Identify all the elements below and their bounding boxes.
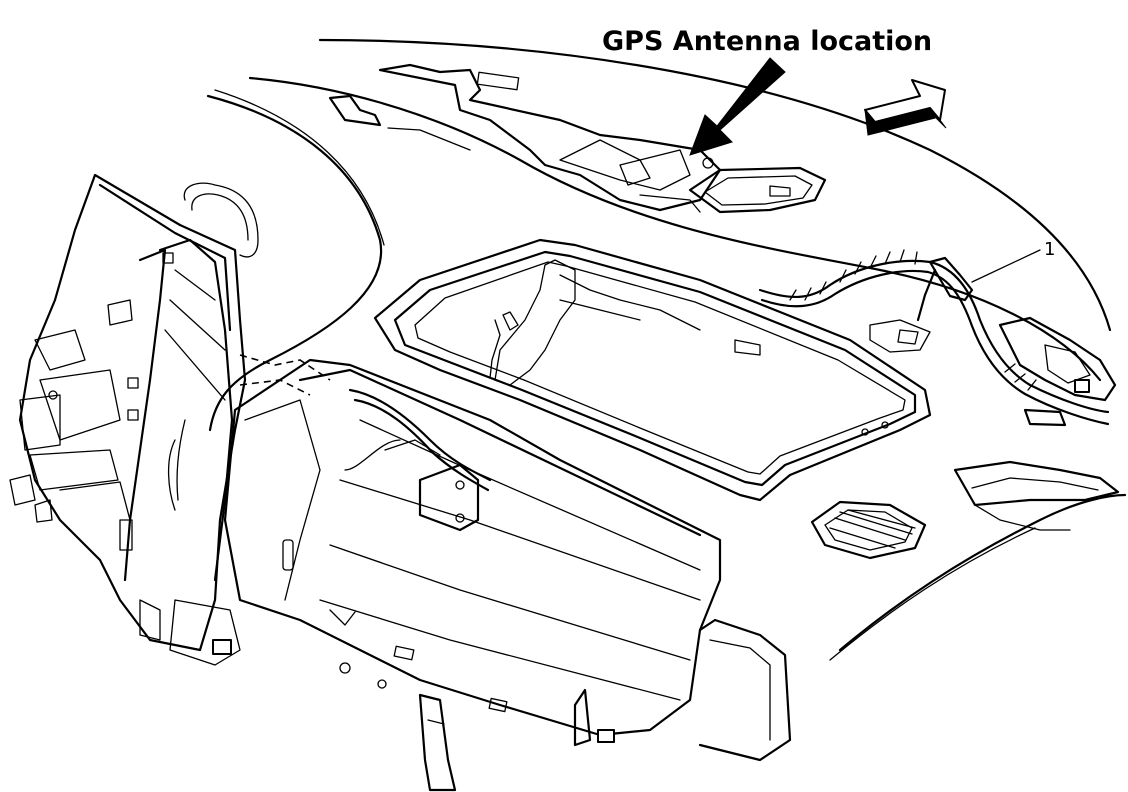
hidden-wiring — [239, 354, 331, 381]
antenna-mount-area — [328, 63, 722, 213]
forward-direction-arrow-icon — [864, 79, 947, 136]
sunroof-opening — [373, 238, 932, 502]
gps-pointer-arrow-icon — [689, 57, 786, 156]
lower-pillar-post — [418, 693, 457, 792]
roof-outline — [206, 38, 1127, 661]
antenna-cable — [758, 249, 1110, 426]
hidden-wiring-2 — [239, 379, 311, 396]
vent-grille — [810, 500, 927, 560]
gps-antenna-location-label: GPS Antenna location — [602, 26, 932, 57]
rear-corner-trim — [869, 316, 1120, 531]
item-1-leader-line — [971, 249, 1041, 283]
a-pillar-structure — [9, 173, 259, 666]
item-1-label: 1 — [1044, 239, 1055, 260]
overhead-console — [223, 358, 792, 762]
grab-handle-recess — [688, 166, 827, 214]
